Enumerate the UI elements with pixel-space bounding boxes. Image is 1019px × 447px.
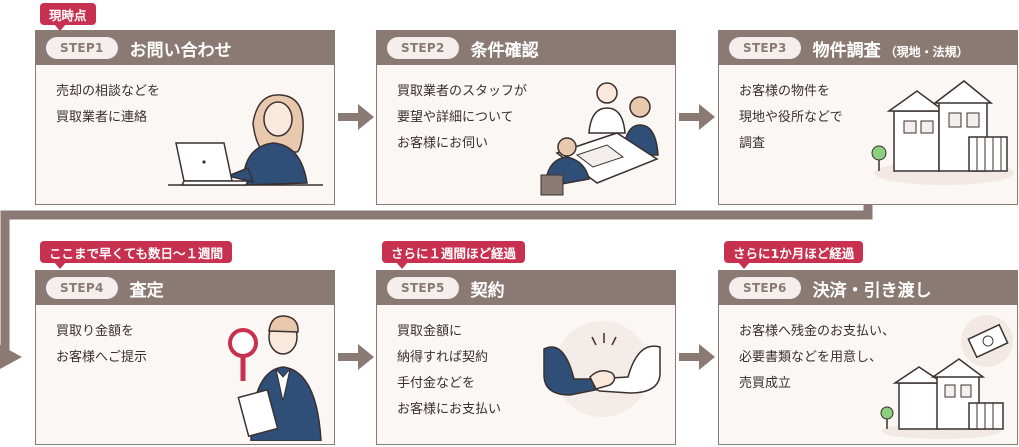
step-description: お客様へ残金のお支払い、 必要書類などを用意し、 売買成立 [739,324,896,391]
timing-badge: さらに1か月ほど経過 [724,241,864,269]
step-title: 査定 [129,280,164,301]
step-card-5: STEP5 契約 買取金額に 納得すれば契約 手付金などを お客様にお支払い [376,270,676,445]
step-title: 契約 [470,280,505,301]
timing-badge: ここまで早くても数日〜１週間 [40,241,233,269]
step-title: 物件調査（現地・法規） [812,40,969,61]
meeting-icon [540,82,659,196]
step-label: STEP3 [729,37,801,59]
step-card-1: STEP1 お問い合わせ 売却の相談などを 買取業者に連絡 [35,30,335,205]
step-header: STEP3 物件調査（現地・法規） [719,31,1017,65]
step-description: 買取り金額を お客様へご提示 [56,324,148,365]
step-description: お客様の物件を 現地や役所などで 調査 [739,84,843,151]
step-title: 条件確認 [470,40,539,61]
timing-badge: さらに１週間ほど経過 [382,241,526,269]
step-label: STEP2 [387,37,459,59]
step-description: 買取業者のスタッフが 要望や詳細について お客様にお伺い [397,84,528,151]
arrow-right-icon [338,104,374,130]
step-label: STEP1 [46,37,118,59]
arrow-right-icon [679,344,715,370]
house-icon [871,80,1014,185]
step-header: STEP5 契約 [377,271,675,305]
arrow-right-icon [338,344,374,370]
step-description: 買取金額に 納得すれば契約 手付金などを お客様にお支払い [397,324,502,417]
step-label: STEP5 [387,277,459,299]
step-header: STEP1 お問い合わせ [36,31,334,65]
step-header: STEP4 査定 [36,271,334,305]
current-badge: 現時点 [40,3,96,31]
row-connector [0,205,873,369]
house-money-icon [880,315,1013,439]
handshake-icon [543,321,661,417]
arrow-right-icon [679,104,715,130]
step-card-4: STEP4 査定 買取り金額を お客様へご提示 [35,270,335,445]
step-description: 売却の相談などを 買取業者に連絡 [56,84,161,125]
person-laptop-icon [168,94,323,186]
step-title: お問い合わせ [129,40,232,61]
step-card-2: STEP2 条件確認 買取業者のスタッフが 要望や詳細について お客様にお伺い [376,30,676,205]
step-label: STEP6 [729,277,801,299]
step-label: STEP4 [46,277,118,299]
step-header: STEP2 条件確認 [377,31,675,65]
step-header: STEP6 決済・引き渡し [719,271,1017,305]
step-card-6: STEP6 決済・引き渡し お客様へ残金のお支払い、 必要書類などを用意し、 売… [718,270,1018,445]
magnifier-person-icon [228,315,322,441]
step-card-3: STEP3 物件調査（現地・法規） お客様の物件を 現地や役所などで 調査 [718,30,1018,205]
step-title: 決済・引き渡し [812,280,932,301]
